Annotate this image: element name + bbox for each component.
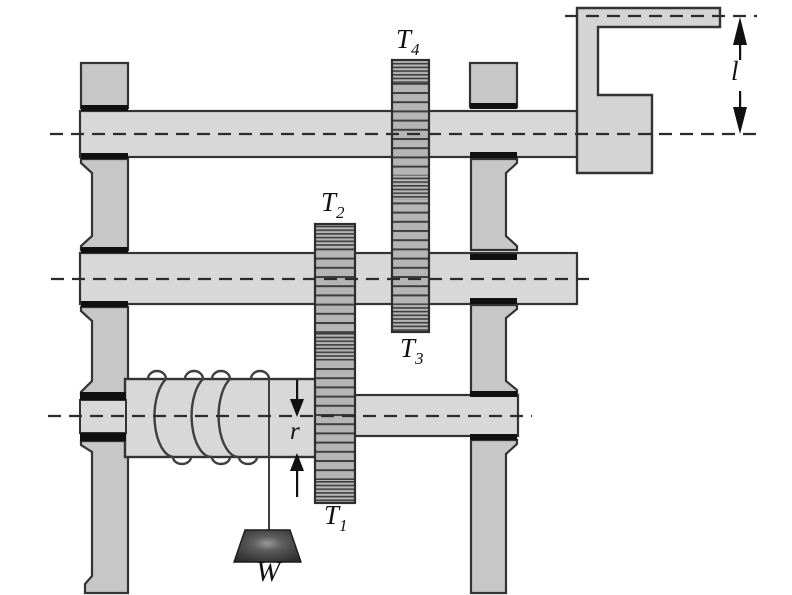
length-up-arrowhead [733,17,747,45]
length-arrow-line [739,44,742,60]
label-weight: W [256,556,281,588]
length-arrow-line [739,91,742,108]
label-drum-radius: r [290,418,300,445]
coil-wrap [183,369,213,459]
right-support-column [468,61,519,595]
coil-wrap [146,369,174,459]
bearing-strip [470,254,517,260]
gear-t2-t1 [313,222,357,505]
radius-dimension [290,380,304,497]
left-column-mid-segment-1 [79,157,130,252]
bearing-strip [81,105,128,111]
label-gear-t1: T1 [324,500,348,535]
right-column-top-block [468,61,519,109]
radius-arrow-line [296,470,299,497]
coil-wrap [249,369,271,380]
radius-up-arrowhead [290,453,304,471]
label-gear-t2: T2 [321,187,345,222]
crank-length-dimension [733,17,747,134]
right-column-mid-segment-2 [469,303,519,397]
rope-coils [146,369,271,466]
gear-t4-t3-outline [390,58,431,334]
bearing-strip [80,433,126,441]
left-column-mid-segment-2 [79,305,130,398]
bearing-strip [81,247,128,253]
bearing-strip [470,103,517,109]
coil-bottom-loop [237,456,259,466]
coil-bottom-loop [171,456,193,466]
bearing-strip [470,434,517,440]
bearing-strip [470,152,517,158]
left-column-bottom-segment [79,439,130,595]
left-support-column [79,61,130,595]
label-gear-t3: T3 [400,333,424,368]
shaft-centerlines [48,14,757,418]
gear-t2-t1-outline [313,222,357,505]
bearing-strip [81,153,128,159]
weight-block [233,529,302,563]
radius-arrow-line [296,380,299,401]
right-column-bottom-segment [469,438,519,595]
bearing-strips [80,103,517,441]
bearing-strip [470,298,517,304]
bearing-strip [81,301,128,307]
crank-handle [575,6,722,175]
label-crank-arm-length: l [731,56,739,86]
label-gear-t4: T4 [396,24,420,59]
gear-t4-t3 [390,58,431,334]
right-column-mid-segment-1 [469,157,519,252]
bearing-strip [80,392,126,400]
radius-down-arrowhead [290,399,304,417]
coil-bottom-loop [210,456,232,466]
coil-wrap [210,369,240,459]
length-down-arrowhead [733,107,747,134]
left-column-top-block [79,61,130,110]
bearing-strip [470,391,517,397]
winch-drum [123,377,318,459]
